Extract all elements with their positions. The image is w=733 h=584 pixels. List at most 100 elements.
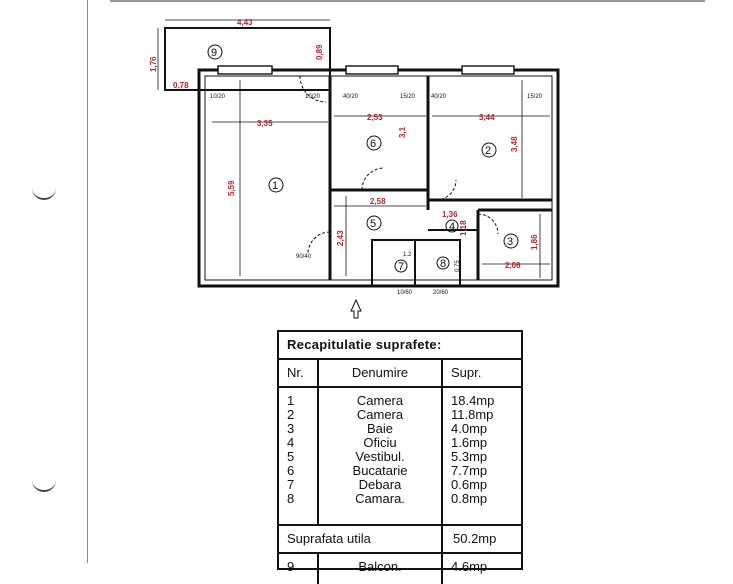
row-nr: 4	[287, 435, 295, 450]
window-code: 15/20	[527, 94, 543, 100]
column-name: Camera Camera Baie Oficiu Vestibul. Buca…	[319, 388, 443, 524]
row-nr: 1	[287, 393, 295, 408]
paper-left-edge	[87, 0, 88, 563]
column-nr: 1 2 3 4 5 6 7 8	[279, 388, 319, 524]
row-nr: 7	[287, 477, 295, 492]
dim-balcony-side: 0,78	[173, 81, 189, 90]
row-name: Camera	[356, 407, 404, 422]
row-area: 18.4mp	[451, 393, 495, 408]
room-2-marker	[481, 142, 497, 158]
balcony-name: Balcon.	[319, 554, 443, 584]
dim-room5-height: 2,43	[336, 230, 345, 246]
dim-room2-width: 3,44	[479, 113, 495, 122]
row-area: 0.6mp	[451, 477, 488, 492]
row-nr: 8	[287, 491, 295, 506]
room-number-3: 3	[507, 236, 513, 248]
dim-balcony-width: 4,43	[237, 18, 253, 27]
height-code: 1.2	[403, 252, 412, 258]
paper-top-rule	[110, 0, 705, 2]
balcony-outline	[164, 27, 331, 91]
room-7-marker	[394, 259, 408, 273]
binder-hole-mark	[32, 478, 56, 492]
row-nr: 2	[287, 407, 295, 422]
room-number-4: 4	[449, 221, 455, 233]
dim-room4-height: 1,18	[459, 220, 468, 236]
dim-room5-width: 2,58	[370, 197, 386, 206]
window-room1	[217, 65, 273, 75]
door-code: 20/60	[433, 290, 449, 296]
door-swing-room2	[435, 179, 457, 201]
balcony-nr: 9	[279, 554, 319, 584]
room-number-1: 1	[272, 180, 278, 192]
row-name: Oficiu	[363, 435, 397, 450]
outer-wall	[197, 68, 560, 288]
dim-room1-height: 5,59	[227, 180, 236, 196]
dim-balcony-depth: 1,76	[149, 56, 158, 72]
inner-wall-line	[204, 75, 553, 281]
height-code: 0.75	[455, 260, 461, 272]
window-room2	[461, 65, 515, 75]
header-nr: Nr.	[279, 360, 319, 386]
door-code: 90/40	[296, 254, 312, 260]
table-title: Recapitulatie suprafete:	[279, 332, 521, 360]
window-room6	[345, 65, 399, 75]
table-body: 1 2 3 4 5 6 7 8 Camera Camera Baie Ofici…	[279, 388, 521, 526]
row-name: Baie	[366, 421, 394, 436]
total-area: 50.2mp	[453, 531, 497, 546]
row-area: 1.6mp	[451, 435, 488, 450]
table-header: Nr. Denumire Supr.	[279, 360, 521, 388]
window-code: 40/20	[431, 94, 447, 100]
dim-balcony-gap: 0,89	[315, 44, 324, 60]
room-number-9: 9	[211, 47, 217, 59]
window-code: 10/20	[305, 94, 321, 100]
dim-room3-width: 2,06	[505, 261, 521, 270]
room-1-marker	[268, 177, 284, 193]
row-name: Bucatarie	[352, 463, 408, 478]
table-total-row: Suprafata utila 50.2mp	[279, 526, 521, 554]
row-name: Debara	[358, 477, 402, 492]
row-area: 11.8mp	[451, 407, 494, 422]
row-name: Vestibul.	[355, 449, 405, 464]
room-8-marker	[436, 256, 450, 270]
balcony-area: 4.6mp	[451, 559, 488, 574]
floor-plan: 4,43 1,76 0,78 0,89 3,35 5,59 2,53 3,1 3…	[149, 18, 560, 319]
room-number-6: 6	[370, 138, 376, 150]
row-area: 5.3mp	[451, 449, 488, 464]
dim-room1-width: 3,35	[257, 119, 273, 128]
room-6-marker	[366, 135, 382, 151]
binder-hole-mark	[32, 186, 56, 200]
window-code: 40/20	[343, 94, 359, 100]
row-nr: 6	[287, 463, 295, 478]
dim-room4-width: 1,36	[442, 210, 458, 219]
entrance-arrow-icon	[350, 298, 362, 319]
room-5-marker	[366, 215, 382, 231]
door-swing-room1	[307, 231, 331, 255]
room-9-marker	[207, 44, 223, 60]
row-area: 7.7mp	[451, 463, 488, 478]
header-name: Denumire	[319, 360, 443, 386]
row-name: Camera	[356, 393, 404, 408]
window-code: 15/20	[400, 94, 416, 100]
dim-room6-height: 3,1	[398, 126, 407, 138]
column-area: 18.4mp 11.8mp 4.0mp 1.6mp 5.3mp 7.7mp 0.…	[443, 388, 521, 524]
door-code: 10/60	[397, 290, 413, 296]
row-nr: 5	[287, 449, 295, 464]
door-swing-bath	[477, 213, 499, 235]
room-number-8: 8	[440, 258, 446, 270]
row-area: 4.0mp	[451, 421, 488, 436]
row-name: Camara.	[355, 491, 405, 506]
window-code: 10/20	[210, 94, 226, 100]
dim-room3-height: 1,86	[530, 234, 539, 250]
door-swing-kitchen	[361, 167, 385, 191]
dim-room6-width: 2,53	[367, 113, 383, 122]
area-summary-table: Recapitulatie suprafete: Nr. Denumire Su…	[277, 330, 523, 584]
table-balcony-row: 9 Balcon. 4.6mp	[279, 554, 521, 584]
room-3-marker	[503, 233, 519, 249]
room-4-marker	[445, 219, 459, 233]
door-swing-balcony	[299, 75, 327, 103]
room-number-2: 2	[485, 145, 491, 157]
total-label: Suprafata utila	[279, 526, 443, 552]
header-area: Supr.	[451, 365, 482, 380]
room-number-5: 5	[370, 218, 376, 230]
room-number-7: 7	[398, 261, 404, 273]
